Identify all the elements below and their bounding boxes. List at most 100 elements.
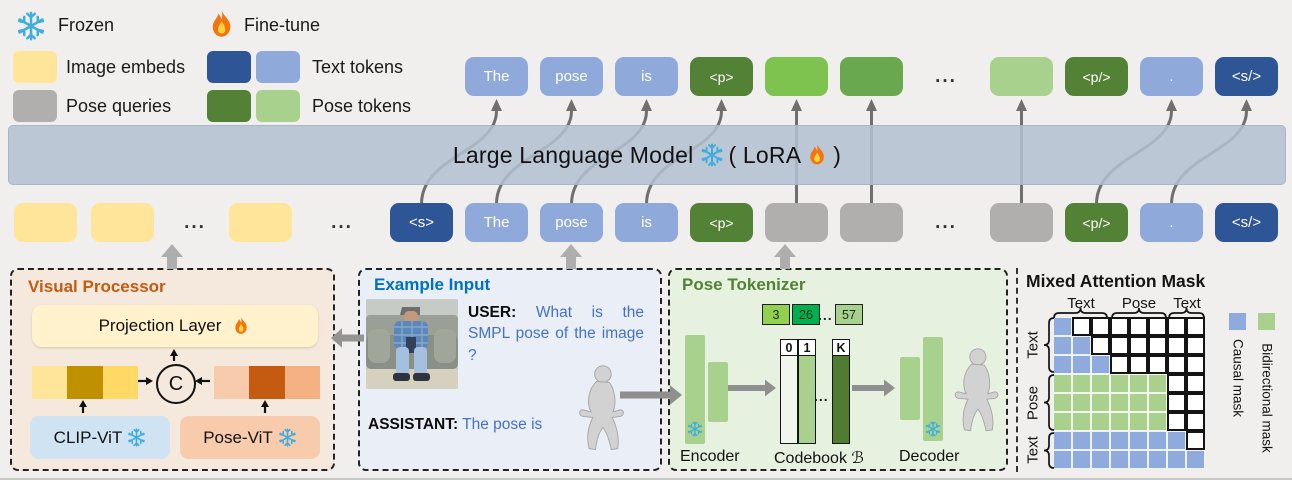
mask-cell <box>1186 317 1205 336</box>
mask-row-group-text1: Text <box>1024 331 1042 359</box>
mask-cell <box>1167 317 1186 336</box>
decoder-bar <box>923 337 943 441</box>
mask-cell <box>1053 393 1072 412</box>
example-photo <box>366 299 458 389</box>
token-text-light: . <box>1140 203 1203 242</box>
bidirectional-mask-label: Bidirectional mask <box>1259 343 1275 453</box>
snowflake-icon <box>278 428 297 447</box>
embed-segment <box>32 366 68 399</box>
pose-token-id: 57 <box>835 304 863 325</box>
mask-cell <box>1129 355 1148 374</box>
mask-cell <box>1072 355 1091 374</box>
pose-vit-module: Pose-ViT <box>180 416 320 459</box>
llm-lora-suffix: ) <box>833 141 842 168</box>
mask-col-group-text2: Text <box>1173 295 1201 312</box>
mask-cell <box>1186 393 1205 412</box>
embed-segment <box>214 366 250 399</box>
token-s: <s/> <box>1215 57 1278 96</box>
decoder-label: Decoder <box>899 448 960 465</box>
mask-cell <box>1167 450 1186 469</box>
token-pose-bright <box>765 57 828 96</box>
mask-cell <box>1072 431 1091 450</box>
attention-mask-title: Mixed Attention Mask <box>1026 271 1206 291</box>
decoder-bar <box>900 357 920 420</box>
token-pose-mid <box>840 57 903 96</box>
mask-cell <box>1167 412 1186 431</box>
token-pose-light <box>990 57 1053 96</box>
ellipsis: ... <box>331 211 353 233</box>
mask-cell <box>1053 317 1072 336</box>
codebook-index: K <box>832 339 850 356</box>
token-the: The <box>465 203 528 242</box>
codebook-column <box>832 355 850 444</box>
token-pose: pose <box>540 203 603 242</box>
flame-icon <box>805 143 829 167</box>
embed-segment <box>249 366 285 399</box>
mask-cell <box>1110 336 1129 355</box>
pose-token-id: 26 <box>792 304 820 325</box>
example-input-box: Example Input USER: What <box>358 268 662 471</box>
mask-cell <box>1072 393 1091 412</box>
mask-cell <box>1129 393 1148 412</box>
mask-cell <box>1053 374 1072 393</box>
token-query <box>990 203 1053 242</box>
legend-swatch-text-dark <box>207 51 251 83</box>
mask-cell <box>1091 450 1110 469</box>
mask-cell <box>1186 431 1205 450</box>
legend-swatch-text-light <box>256 51 300 83</box>
causal-mask-swatch <box>1229 313 1246 330</box>
encoder-bar <box>685 335 705 444</box>
attention-mask-grid <box>1053 317 1205 469</box>
causal-mask-label: Causal mask <box>1230 338 1246 418</box>
mask-cell <box>1148 412 1167 431</box>
mask-cell <box>1148 393 1167 412</box>
mask-cell <box>1072 336 1091 355</box>
llm-title: Large Language Model <box>452 141 694 168</box>
smpl-mesh-figure <box>950 344 1004 440</box>
mask-cell <box>1167 355 1186 374</box>
mask-cell <box>1091 393 1110 412</box>
legend-swatch-pose-dark <box>207 90 251 122</box>
projection-layer-label: Projection Layer <box>98 316 222 335</box>
token-image <box>14 203 77 242</box>
ellipsis: ... <box>184 211 206 233</box>
llm-lora-prefix: ( LoRA <box>728 141 802 168</box>
pose-embedding-strip <box>214 366 320 399</box>
mask-cell <box>1148 374 1167 393</box>
mask-cell <box>1110 374 1129 393</box>
legend-swatch-pose-light <box>256 90 300 122</box>
snowflake-icon <box>16 11 46 41</box>
mask-cell <box>1110 412 1129 431</box>
ellipsis: ... <box>935 65 957 87</box>
mask-cell <box>1053 336 1072 355</box>
legend-pose-queries-label: Pose queries <box>66 96 172 116</box>
clip-vit-module: CLIP-ViT <box>30 416 170 459</box>
legend-image-embeds-label: Image embeds <box>66 57 186 77</box>
pose-vit-label: Pose-ViT <box>203 427 273 447</box>
mask-cell <box>1091 336 1110 355</box>
token-s: <s/> <box>1215 203 1278 242</box>
mask-cell <box>1072 317 1091 336</box>
user-message: USER: What is the SMPL pose of the image… <box>468 302 644 366</box>
llm-bar: Large Language Model ( LoRA ) <box>8 125 1286 185</box>
mask-cell <box>1167 374 1186 393</box>
mask-cell <box>1129 317 1148 336</box>
token-query <box>765 203 828 242</box>
token-s: <s> <box>390 203 453 242</box>
example-input-title: Example Input <box>374 275 491 294</box>
snowflake-icon <box>687 421 703 437</box>
token-text-light: . <box>1140 57 1203 96</box>
assistant-text: The pose is <box>462 416 543 433</box>
encoder-label: Encoder <box>680 448 740 465</box>
legend-text-tokens-label: Text tokens <box>312 57 404 77</box>
codebook-column <box>780 355 798 444</box>
concat-node: C <box>156 364 196 404</box>
visual-processor-title: Visual Processor <box>28 277 166 296</box>
legend-frozen-label: Frozen <box>58 15 115 35</box>
mask-cell <box>1186 336 1205 355</box>
mask-cell <box>1091 374 1110 393</box>
concat-label: C <box>168 372 184 395</box>
token-is: is <box>615 203 678 242</box>
